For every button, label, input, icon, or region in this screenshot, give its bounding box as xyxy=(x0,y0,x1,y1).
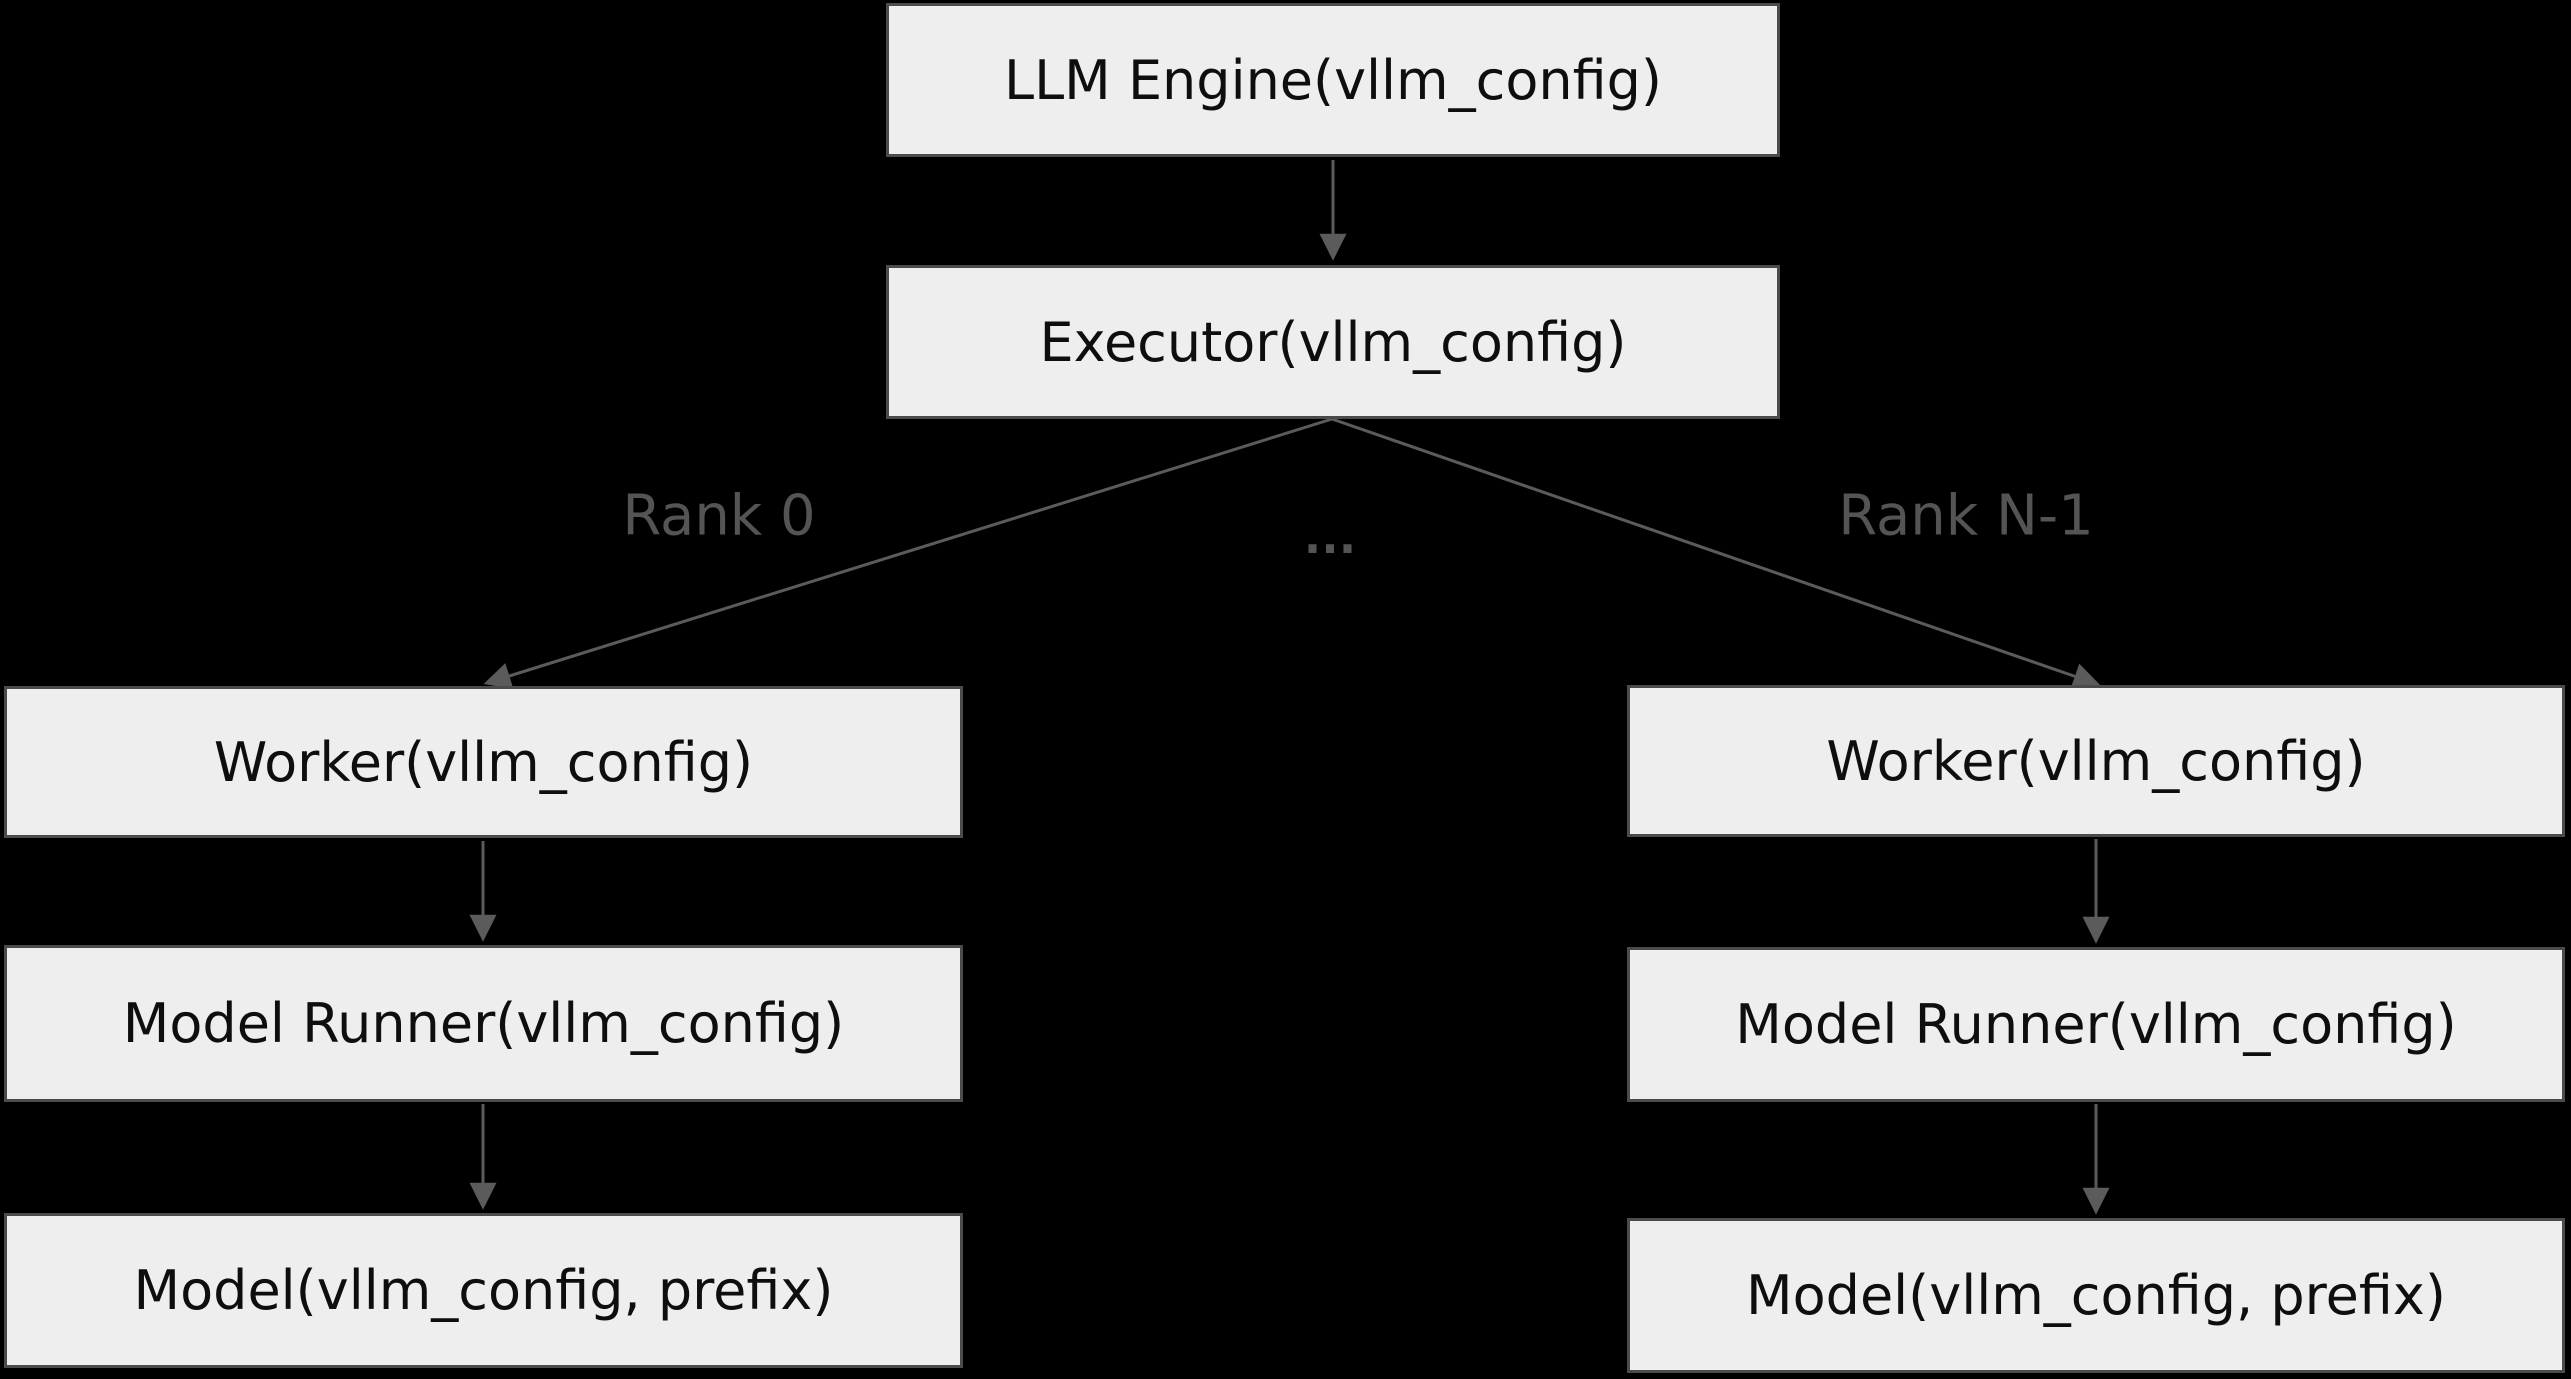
node-llm-engine-label: LLM Engine(vllm_config) xyxy=(1004,48,1662,112)
edge-executor-to-worker-left xyxy=(483,417,1333,689)
edge-label-rank-0: Rank 0 xyxy=(622,483,816,549)
node-worker-left: Worker(vllm_config) xyxy=(4,686,963,838)
node-worker-left-label: Worker(vllm_config) xyxy=(213,730,754,794)
node-model-runner-left-label: Model Runner(vllm_config) xyxy=(122,992,845,1055)
node-model-right: Model(vllm_config, prefix) xyxy=(1627,1218,2565,1373)
node-model-runner-right-label: Model Runner(vllm_config) xyxy=(1735,993,2457,1056)
node-model-runner-left: Model Runner(vllm_config) xyxy=(4,945,963,1102)
node-model-left-label: Model(vllm_config, prefix) xyxy=(133,1259,834,1322)
node-llm-engine: LLM Engine(vllm_config) xyxy=(886,3,1780,157)
node-executor-label: Executor(vllm_config) xyxy=(1039,310,1627,374)
node-model-left: Model(vllm_config, prefix) xyxy=(4,1213,963,1368)
node-model-right-label: Model(vllm_config, prefix) xyxy=(1746,1264,2446,1327)
edge-executor-to-worker-right xyxy=(1331,417,2101,690)
edge-label-rank-n-1: Rank N-1 xyxy=(1838,483,2094,549)
node-worker-right-label: Worker(vllm_config) xyxy=(1826,729,2366,793)
node-model-runner-right: Model Runner(vllm_config) xyxy=(1627,947,2565,1102)
node-executor: Executor(vllm_config) xyxy=(886,265,1780,419)
edge-label-ellipsis: ... xyxy=(1303,510,1357,564)
node-worker-right: Worker(vllm_config) xyxy=(1627,685,2565,837)
